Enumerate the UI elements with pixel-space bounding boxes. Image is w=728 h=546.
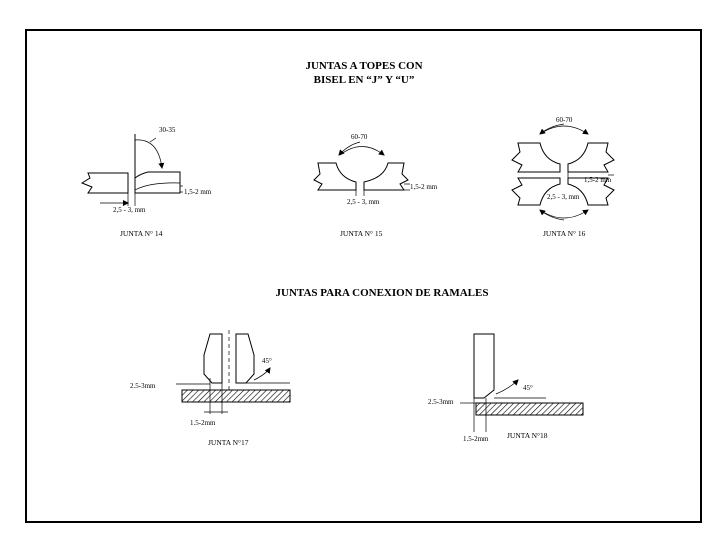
- joint-17-base-plate: [181, 389, 291, 403]
- joint-17-gap-label: 2.5-3mm: [130, 382, 156, 390]
- joint-15-angle-label: 60-70: [351, 133, 368, 141]
- joint-16-root-face-label: 1,5-2 mm: [584, 176, 612, 184]
- joint-18-root-face-label: 1.5-2mm: [463, 435, 489, 443]
- joint-16-caption: JUNTA N° 16: [543, 229, 586, 238]
- joint-17-left-branch: [203, 333, 223, 384]
- joint-16-diagram: [511, 123, 615, 221]
- joint-14-root-face-label: 1,5-2 mm: [184, 188, 212, 196]
- joint-15-diagram: [313, 141, 410, 196]
- joint-18-angle-label: 45°: [523, 384, 533, 392]
- joint-17-right-branch: [235, 333, 255, 384]
- title-branch: JUNTAS PARA CONEXION DE RAMALES: [276, 287, 489, 299]
- joint-18-branch: [473, 333, 495, 399]
- joint-16-lower-left-plate: [511, 177, 561, 206]
- joint-17-caption: JUNTA N°17: [208, 438, 249, 447]
- title-butt-line2: BISEL EN “J” Y “U”: [314, 74, 415, 86]
- joint-15-gap-label: 2,5 - 3, mm: [347, 198, 380, 206]
- joint-15-caption: JUNTA N° 15: [340, 229, 383, 238]
- joint-18-gap-label: 2.5-3mm: [428, 398, 454, 406]
- joint-17-diagram: [176, 330, 291, 414]
- title-butt-line1: JUNTAS A TOPES CON: [305, 60, 422, 72]
- joint-16-upper-right-plate: [567, 142, 615, 173]
- joint-17-angle-label: 45°: [262, 357, 272, 365]
- page-border: [25, 29, 702, 523]
- joint-15-left-plate: [313, 162, 357, 191]
- joint-14-angle-label: 30-35: [159, 126, 176, 134]
- joint-14-left-plate: [80, 172, 129, 194]
- joint-18-caption: JUNTA N°18: [507, 431, 548, 440]
- joint-14-right-plate: [134, 134, 181, 194]
- joint-18-diagram: [460, 333, 584, 432]
- joint-15-root-face-label: 1,5-2 mm: [410, 183, 438, 191]
- joint-16-lower-right-plate: [567, 177, 615, 206]
- joint-14-caption: JUNTA N° 14: [120, 229, 163, 238]
- joint-18-base-plate: [475, 402, 584, 416]
- joint-16-angle-label: 60-70: [556, 116, 573, 124]
- joint-17-root-face-label: 1.5-2mm: [190, 419, 216, 427]
- joint-16-upper-left-plate: [511, 142, 561, 173]
- joint-15-right-plate: [363, 162, 409, 191]
- joint-14-gap-label: 2,5 - 3, mm: [113, 206, 146, 214]
- joint-14-diagram: [80, 134, 183, 206]
- joint-16-gap-label: 2,5 - 3, mm: [547, 193, 580, 201]
